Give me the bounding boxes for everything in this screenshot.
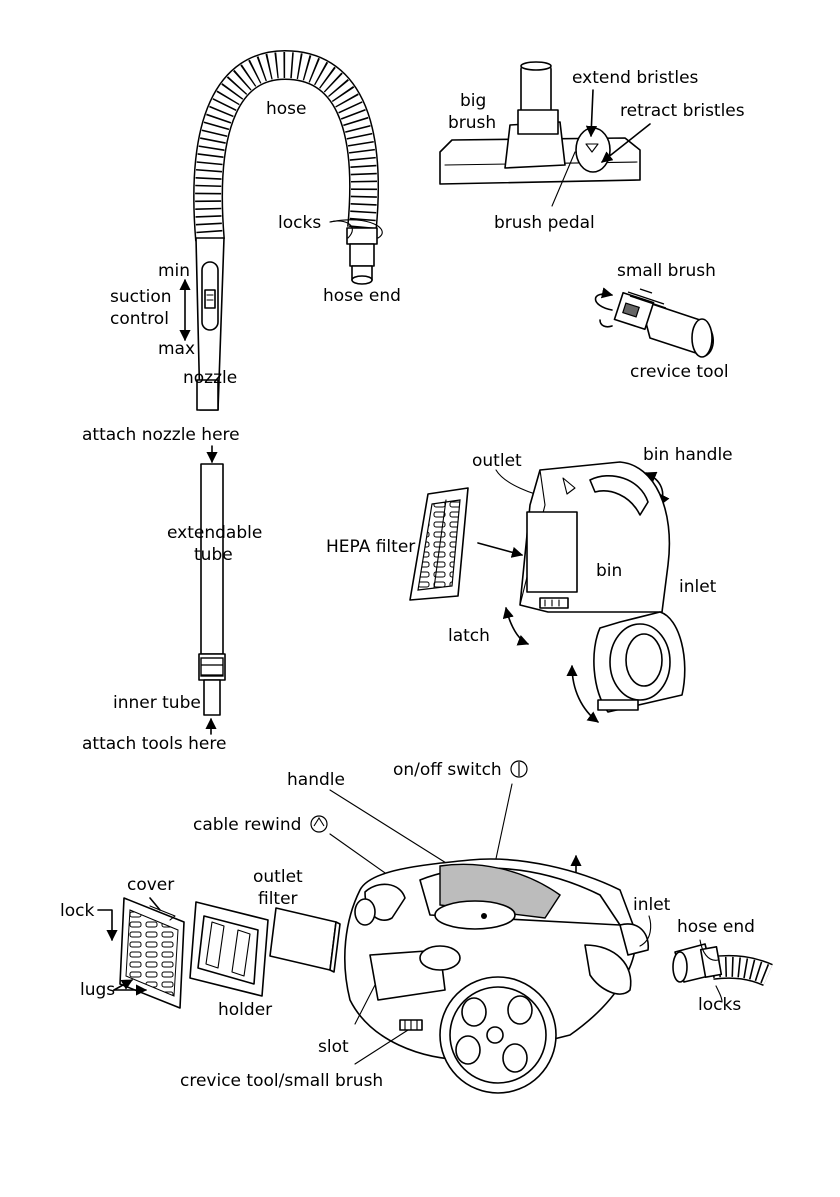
- hose-end-label-body: hose end: [677, 917, 755, 937]
- cable-rewind-label: cable rewind: [193, 815, 301, 835]
- holder-drawing: [189, 901, 269, 997]
- inlet-label-bin: inlet: [679, 577, 717, 597]
- hose-end-body-drawing: [672, 943, 773, 987]
- nozzle-label: nozzle: [183, 368, 237, 388]
- outlet-label-bin: outlet: [472, 451, 522, 471]
- brush-label: brush: [448, 113, 496, 133]
- small-brush-label: small brush: [617, 261, 716, 281]
- lugs-label: lugs: [80, 980, 115, 1000]
- hose-label: hose: [266, 99, 307, 119]
- locks-label-top: locks: [278, 213, 321, 233]
- attach-tools-label: attach tools here: [82, 734, 226, 754]
- hose-drawing: [193, 49, 380, 411]
- extendable-tube-drawing: [198, 463, 226, 716]
- lock-label: lock: [60, 901, 94, 921]
- hepa-filter-drawing: [409, 487, 469, 601]
- tube-label: tube: [194, 545, 233, 565]
- small-brush-crevice-drawing: [594, 287, 714, 358]
- hepa-filter-label: HEPA filter: [326, 537, 415, 557]
- cover-label: cover: [127, 875, 174, 895]
- crevice-tool-label: crevice tool: [630, 362, 729, 382]
- outlet-filter-label-2: filter: [258, 889, 298, 909]
- extend-bristles-label: extend bristles: [572, 68, 699, 88]
- inlet-label-body: inlet: [633, 895, 671, 915]
- attach-nozzle-label: attach nozzle here: [82, 425, 240, 445]
- control-label: control: [110, 309, 169, 329]
- latch-label: latch: [448, 626, 490, 646]
- max-label: max: [158, 339, 195, 359]
- bin-drawing: [519, 461, 686, 713]
- vacuum-body-drawing: [344, 858, 649, 1094]
- on-off-switch-label: on/off switch: [393, 760, 502, 780]
- inner-tube-label: inner tube: [113, 693, 201, 713]
- cable-rewind-symbol-icon: [310, 815, 328, 833]
- big-label: big: [460, 91, 486, 111]
- crevice-small-brush-label: crevice tool/small brush: [180, 1071, 383, 1091]
- slot-label: slot: [318, 1037, 349, 1057]
- outlet-filter-drawing: [269, 907, 341, 973]
- hose-end-label-top: hose end: [323, 286, 401, 306]
- big-brush-drawing: [439, 61, 641, 185]
- power-symbol-icon: [510, 760, 528, 778]
- outlet-filter-label-1: outlet: [253, 867, 303, 887]
- locks-label-body: locks: [698, 995, 741, 1015]
- extendable-label: extendable: [167, 523, 262, 543]
- holder-label: holder: [218, 1000, 272, 1020]
- bin-label: bin: [596, 561, 622, 581]
- suction-label: suction: [110, 287, 172, 307]
- retract-bristles-label: retract bristles: [620, 101, 745, 121]
- brush-pedal-label: brush pedal: [494, 213, 595, 233]
- min-label: min: [158, 261, 190, 281]
- bin-handle-label: bin handle: [643, 445, 733, 465]
- handle-label: handle: [287, 770, 345, 790]
- cover-drawing: [119, 897, 185, 1009]
